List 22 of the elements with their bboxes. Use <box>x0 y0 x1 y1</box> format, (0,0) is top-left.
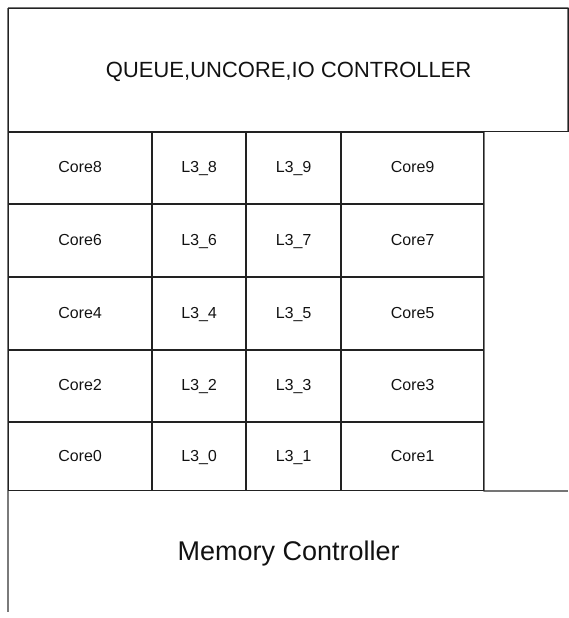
cache-block: L3_2 <box>152 350 246 422</box>
cache-block: L3_4 <box>152 277 246 350</box>
core-block: Core2 <box>8 350 152 422</box>
memory-controller-label: Memory Controller <box>8 491 569 612</box>
core-block: Core9 <box>341 132 484 204</box>
cache-block: L3_7 <box>246 204 341 277</box>
core-block: Core1 <box>341 422 484 491</box>
core-block: Core7 <box>341 204 484 277</box>
cache-block: L3_1 <box>246 422 341 491</box>
cache-block: L3_8 <box>152 132 246 204</box>
core-block: Core5 <box>341 277 484 350</box>
cache-block: L3_6 <box>152 204 246 277</box>
core-block: Core3 <box>341 350 484 422</box>
core-block: Core8 <box>8 132 152 204</box>
uncore-block: QUEUE,UNCORE,IO CONTROLLER <box>8 8 569 132</box>
core-block: Core4 <box>8 277 152 350</box>
core-block: Core0 <box>8 422 152 491</box>
core-block: Core6 <box>8 204 152 277</box>
cache-block: L3_0 <box>152 422 246 491</box>
cache-block: L3_5 <box>246 277 341 350</box>
cache-block: L3_9 <box>246 132 341 204</box>
cache-block: L3_3 <box>246 350 341 422</box>
